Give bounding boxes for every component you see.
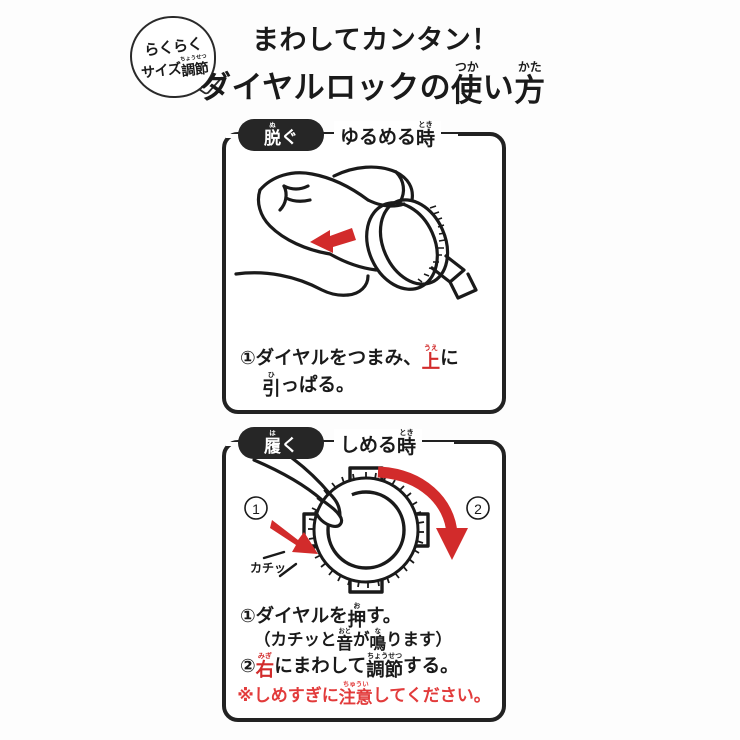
title-ruby-tsuka: つか 使 — [451, 60, 483, 108]
illustration-hand-pull-dial — [226, 150, 502, 306]
caption-tighten-line-1: ① ダイヤルを お 押 す。 — [240, 602, 402, 630]
caption-tighten-line-2: （カチッと おと 音 が な 鳴 ります） — [254, 628, 452, 654]
marker-one: 1 — [244, 496, 268, 520]
caption-tighten-warning: ※ しめすぎに ちゅうい 注意 してください。 — [237, 680, 491, 707]
sound-label: カチッ — [250, 561, 286, 575]
marker-two: 2 — [466, 496, 490, 520]
red-arrow-press — [270, 520, 318, 554]
tab-ruby-nugu: ぬ 脱 — [264, 121, 281, 149]
illustration-press-turn-dial: 1 2 カ — [226, 456, 502, 594]
tab-ruby-toki-loosen: とき 時 — [416, 120, 436, 150]
caption-ruby-migi: みぎ 右 — [255, 652, 275, 680]
caption-loosen: ① ダイヤルをつまみ、 うえ 上 に ひ 引 っぱる。 — [226, 345, 502, 398]
caption-loosen-line-1: ① ダイヤルをつまみ、 うえ 上 に — [240, 345, 459, 373]
title-line-2-pre: ダイヤルロックの — [200, 70, 452, 106]
svg-text:1: 1 — [252, 501, 260, 517]
caption-ruby-chosetsu: ちょうせつ 調節 — [366, 652, 404, 680]
page-title: まわしてカンタン！ ダイヤルロックの つか 使 い かた 方 — [200, 25, 722, 106]
title-line-2: ダイヤルロックの つか 使 い かた 方 — [200, 60, 722, 108]
svg-text:2: 2 — [474, 501, 482, 517]
caption-ruby-oto: おと 音 — [336, 628, 354, 654]
tab-loosen: ぬ 脱 ぐ ゆるめる とき 時 — [238, 119, 442, 151]
caption-ruby-ue: うえ 上 — [421, 345, 441, 373]
tab-okurigana-loosen: ぐ — [281, 127, 298, 147]
badge-circle — [130, 16, 216, 98]
tab-pill-tighten: は 履 く — [238, 427, 324, 459]
title-ruby-kata: かた 方 — [514, 60, 546, 108]
red-arrow-pull — [310, 228, 356, 253]
tab-label-loosen: ゆるめる とき 時 — [334, 120, 442, 150]
tab-ruby-haku: は 履 — [264, 429, 281, 457]
panel-loosen: ぬ 脱 ぐ ゆるめる とき 時 — [222, 119, 506, 414]
tab-label-tighten: しめる とき 時 — [334, 428, 423, 458]
caption-ruby-o: お 押 — [347, 602, 367, 630]
tab-okurigana-tighten: く — [281, 435, 298, 455]
badge-line-2-pre: サイズ — [140, 59, 183, 81]
caption-tighten: ① ダイヤルを お 押 す。 （カチッと おと 音 が な 鳴 — [226, 603, 502, 706]
title-line-1: まわしてカンタン！ — [252, 25, 499, 55]
tab-ruby-toki-tighten: とき 時 — [397, 428, 417, 458]
title-line-2-mid: い — [482, 70, 515, 106]
tab-tighten: は 履 く しめる とき 時 — [238, 427, 423, 459]
panel-tighten: は 履 く しめる とき 時 — [222, 427, 506, 722]
caption-ruby-na: な 鳴 — [369, 628, 387, 654]
size-adjust-badge: らくらく サイズ ちょうせつ 調節 — [130, 16, 226, 98]
tab-pill-loosen: ぬ 脱 ぐ — [238, 119, 324, 151]
caption-ruby-hi: ひ 引 — [262, 371, 281, 399]
caption-tighten-line-3: ② みぎ 右 にまわして ちょうせつ 調節 する。 — [240, 652, 459, 680]
caption-loosen-line-2: ひ 引 っぱる。 — [262, 371, 355, 399]
warning-ruby-chui: ちゅうい 注意 — [338, 680, 373, 707]
red-arrow-turn — [377, 466, 468, 560]
